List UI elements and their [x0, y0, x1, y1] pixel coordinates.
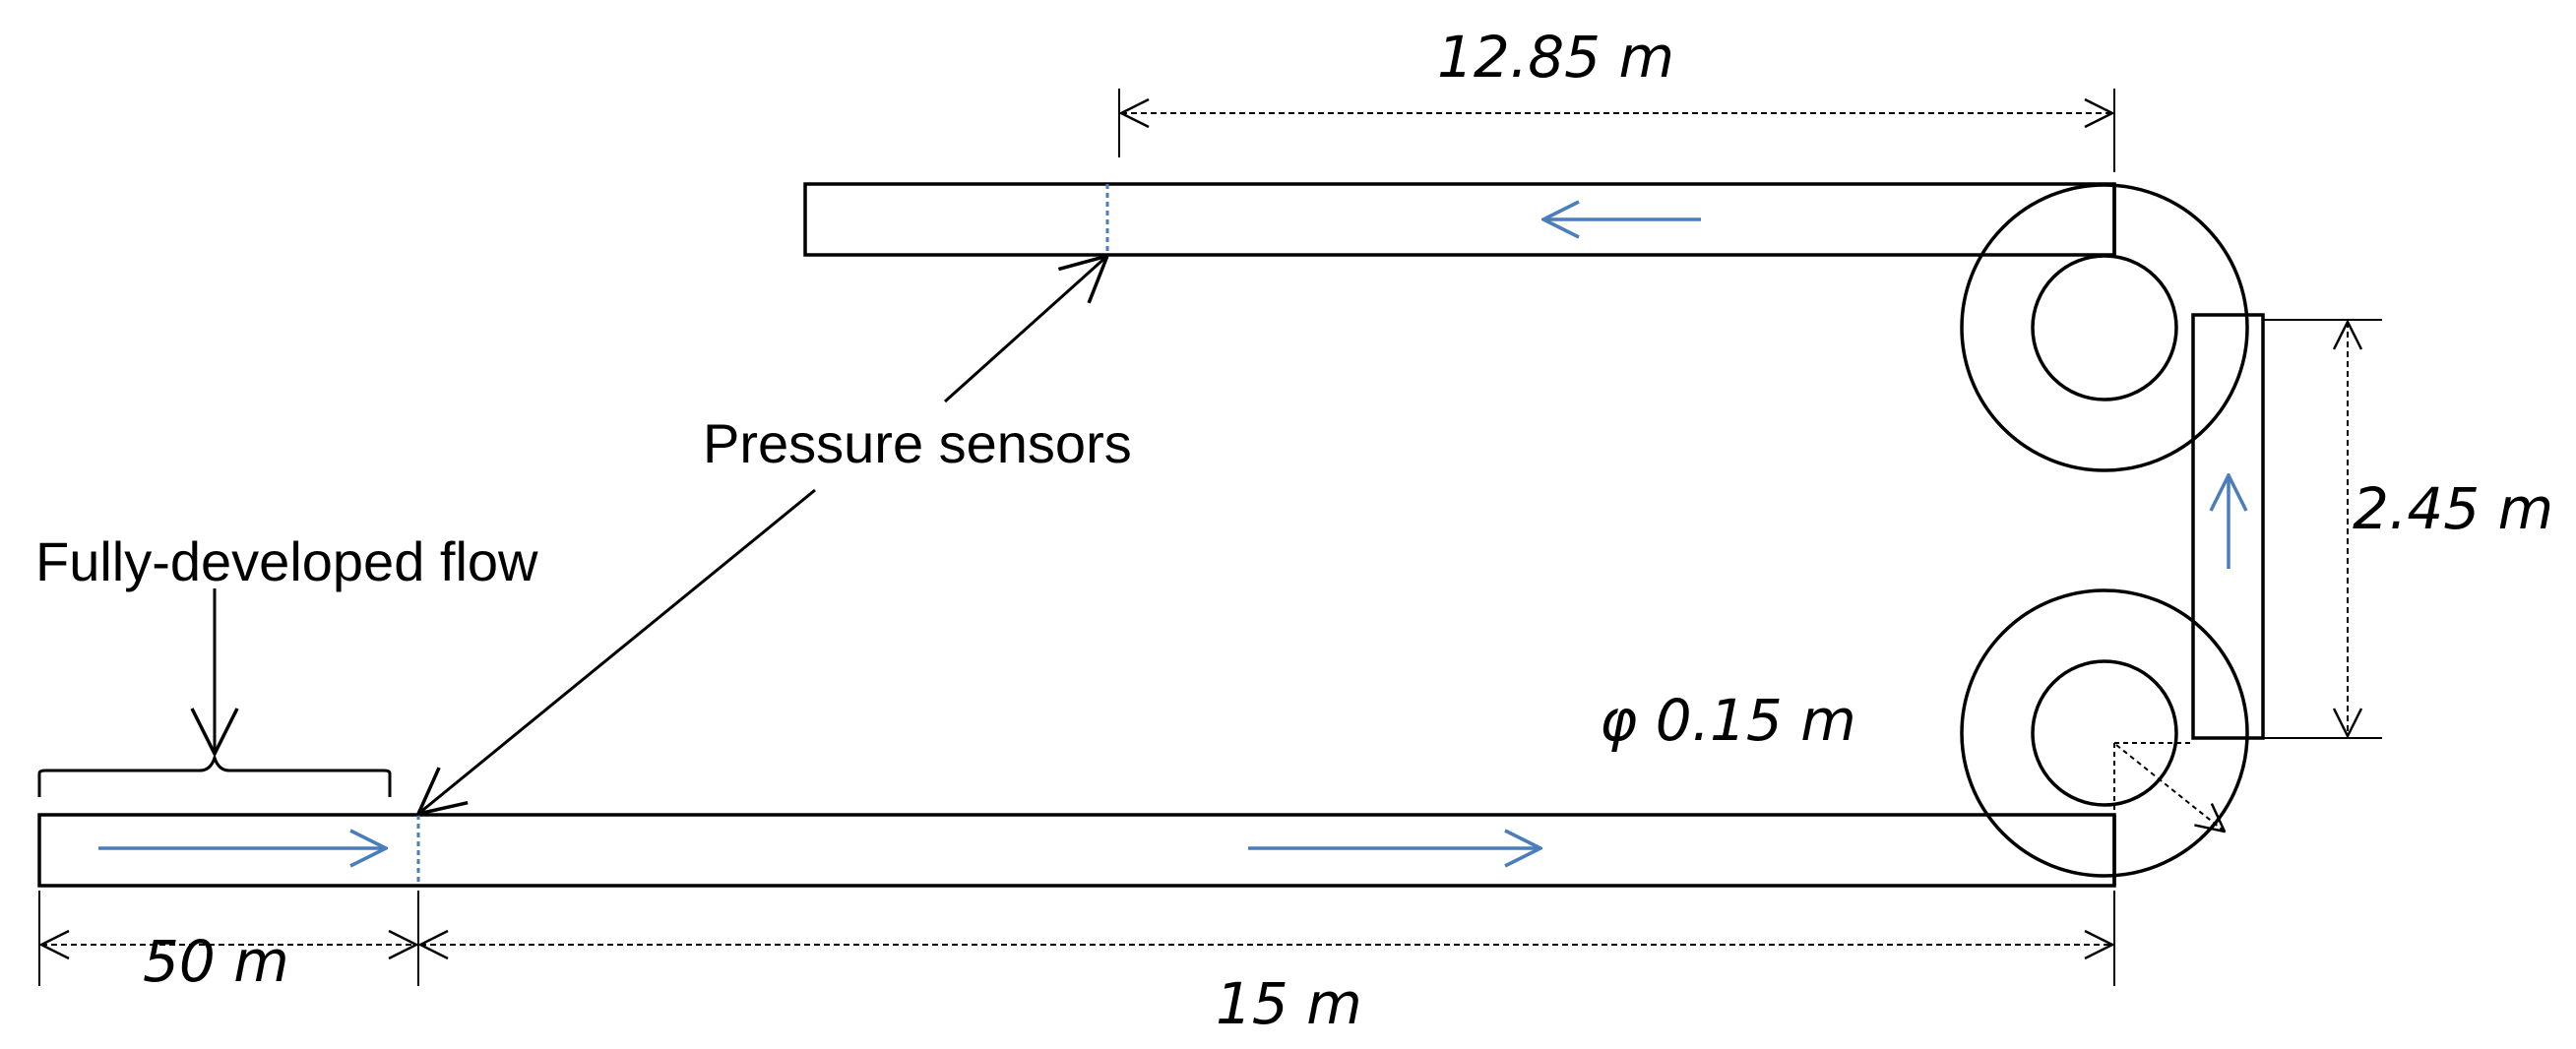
bottom-pipe — [37, 813, 2116, 888]
lower-bend-inner — [2031, 659, 2178, 807]
sensor-pointer-bottom — [418, 488, 816, 814]
dim-inlet-label: 50 m — [143, 928, 289, 995]
sensor-pointer-top — [943, 256, 1107, 403]
top-pipe — [803, 182, 2116, 257]
pressure-sensors-label: Pressure sensors — [703, 412, 1132, 474]
dim-height-label: 2.45 m — [2353, 475, 2553, 542]
fully-developed-bracket — [37, 588, 392, 797]
dim-top-label: 12.85 m — [1437, 24, 1674, 91]
sensor-pointers — [418, 256, 1107, 814]
sensor-markers — [416, 184, 1109, 886]
dim-bottom-label: 15 m — [1216, 970, 1362, 1037]
lower-bend-outer — [1960, 588, 2249, 878]
pipe-loop — [37, 182, 2265, 888]
dim-diameter-label: φ 0.15 m — [1600, 687, 1856, 754]
dimension-lines — [38, 89, 2382, 986]
upper-bend-inner — [2031, 254, 2178, 401]
flow-arrows — [98, 219, 2229, 848]
bracket — [37, 752, 392, 797]
upper-bend-outer — [1960, 183, 2249, 472]
fully-developed-flow-label: Fully-developed flow — [35, 530, 538, 592]
dim-diameter-arrow — [2115, 744, 2225, 832]
vertical-pipe — [2191, 313, 2265, 740]
